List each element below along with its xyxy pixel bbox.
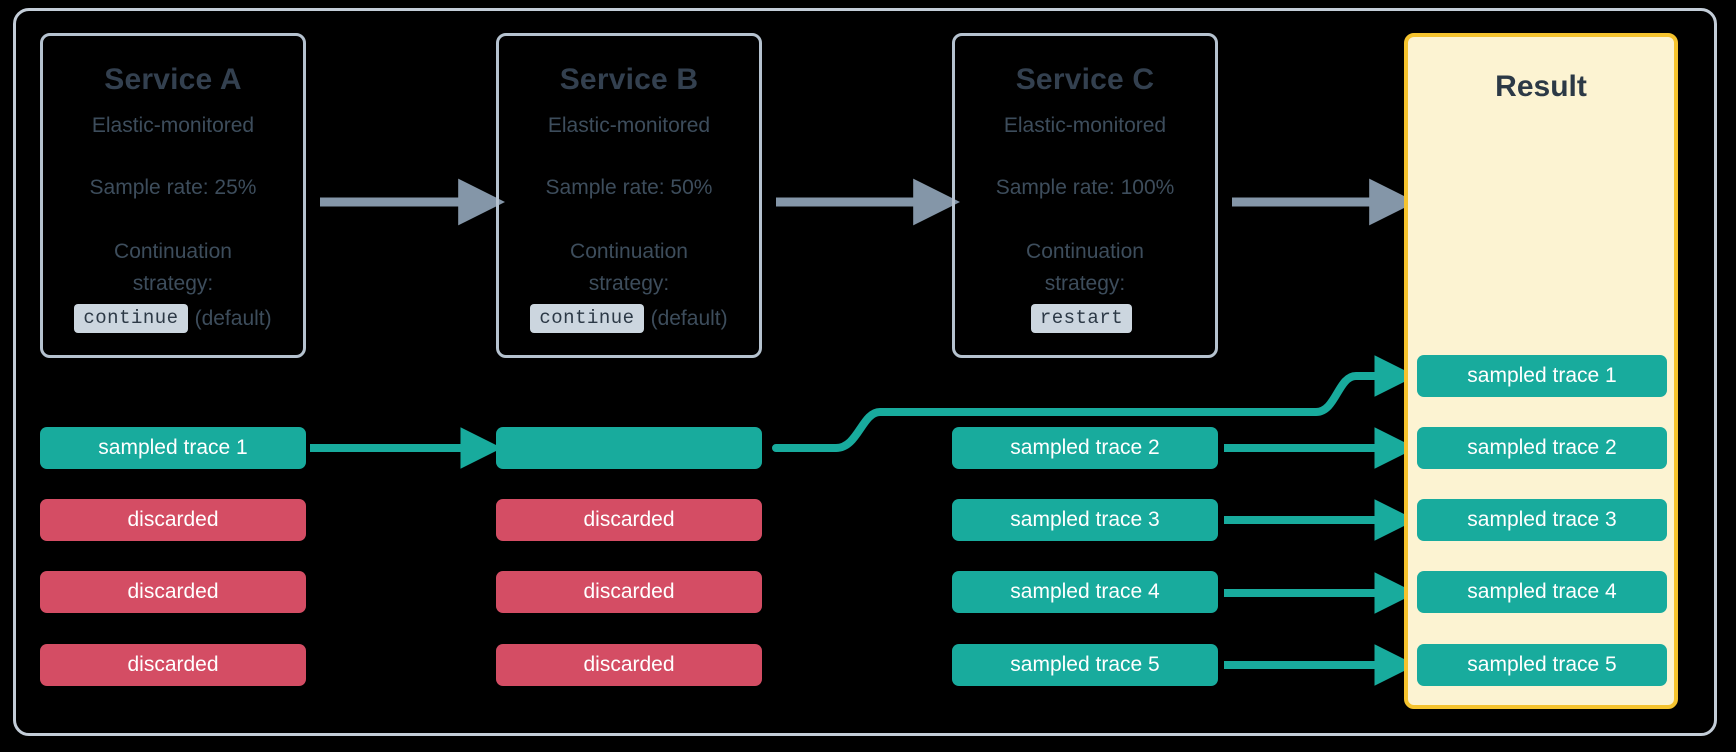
trace-pill-b-1[interactable] (496, 427, 762, 469)
trace-pill-a-3[interactable]: discarded (40, 571, 306, 613)
service-b-subtitle: Elastic-monitored (547, 114, 711, 137)
service-c-sample-rate: Sample rate: 100% (995, 176, 1175, 199)
service-b-sample-rate: Sample rate: 50% (545, 176, 713, 199)
service-a-strategy-line: continue (default) (43, 304, 303, 333)
service-card-a[interactable]: Service A Elastic-monitored Sample rate:… (40, 33, 306, 358)
trace-pill-c-1[interactable]: sampled trace 2 (952, 427, 1218, 469)
result-trace-pill-5[interactable]: sampled trace 5 (1417, 644, 1667, 686)
service-c-strategy-label: Continuation strategy: (1026, 240, 1144, 295)
service-b-strategy-value: continue (530, 304, 644, 333)
service-a-subtitle: Elastic-monitored (91, 114, 255, 137)
trace-pill-a-1[interactable]: sampled trace 1 (40, 427, 306, 469)
trace-pill-b-3[interactable]: discarded (496, 571, 762, 613)
trace-pill-c-3[interactable]: sampled trace 4 (952, 571, 1218, 613)
service-a-strategy-value: continue (74, 304, 188, 333)
service-b-strategy-note: (default) (650, 306, 728, 330)
service-a-strategy-note: (default) (194, 306, 272, 330)
service-a-title: Service A (104, 63, 242, 96)
service-c-strategy-value: restart (1030, 304, 1133, 333)
trace-pill-b-2[interactable]: discarded (496, 499, 762, 541)
service-card-c[interactable]: Service C Elastic-monitored Sample rate:… (952, 33, 1218, 358)
result-title: Result (1495, 70, 1587, 103)
trace-pill-a-2[interactable]: discarded (40, 499, 306, 541)
service-a-sample-rate: Sample rate: 25% (89, 176, 257, 199)
service-c-subtitle: Elastic-monitored (1003, 114, 1167, 137)
diagram-outer-frame (13, 8, 1717, 736)
trace-pill-b-4[interactable]: discarded (496, 644, 762, 686)
service-b-title: Service B (559, 63, 699, 96)
service-card-b[interactable]: Service B Elastic-monitored Sample rate:… (496, 33, 762, 358)
trace-pill-a-4[interactable]: discarded (40, 644, 306, 686)
service-c-strategy-line: restart (955, 304, 1215, 333)
service-b-strategy-line: continue (default) (499, 304, 759, 333)
service-c-title: Service C (1015, 63, 1155, 96)
result-trace-pill-2[interactable]: sampled trace 2 (1417, 427, 1667, 469)
result-trace-pill-1[interactable]: sampled trace 1 (1417, 355, 1667, 397)
result-trace-pill-3[interactable]: sampled trace 3 (1417, 499, 1667, 541)
trace-pill-c-2[interactable]: sampled trace 3 (952, 499, 1218, 541)
service-b-strategy-label: Continuation strategy: (570, 240, 688, 295)
result-trace-pill-4[interactable]: sampled trace 4 (1417, 571, 1667, 613)
service-a-strategy-label: Continuation strategy: (114, 240, 232, 295)
trace-pill-c-4[interactable]: sampled trace 5 (952, 644, 1218, 686)
